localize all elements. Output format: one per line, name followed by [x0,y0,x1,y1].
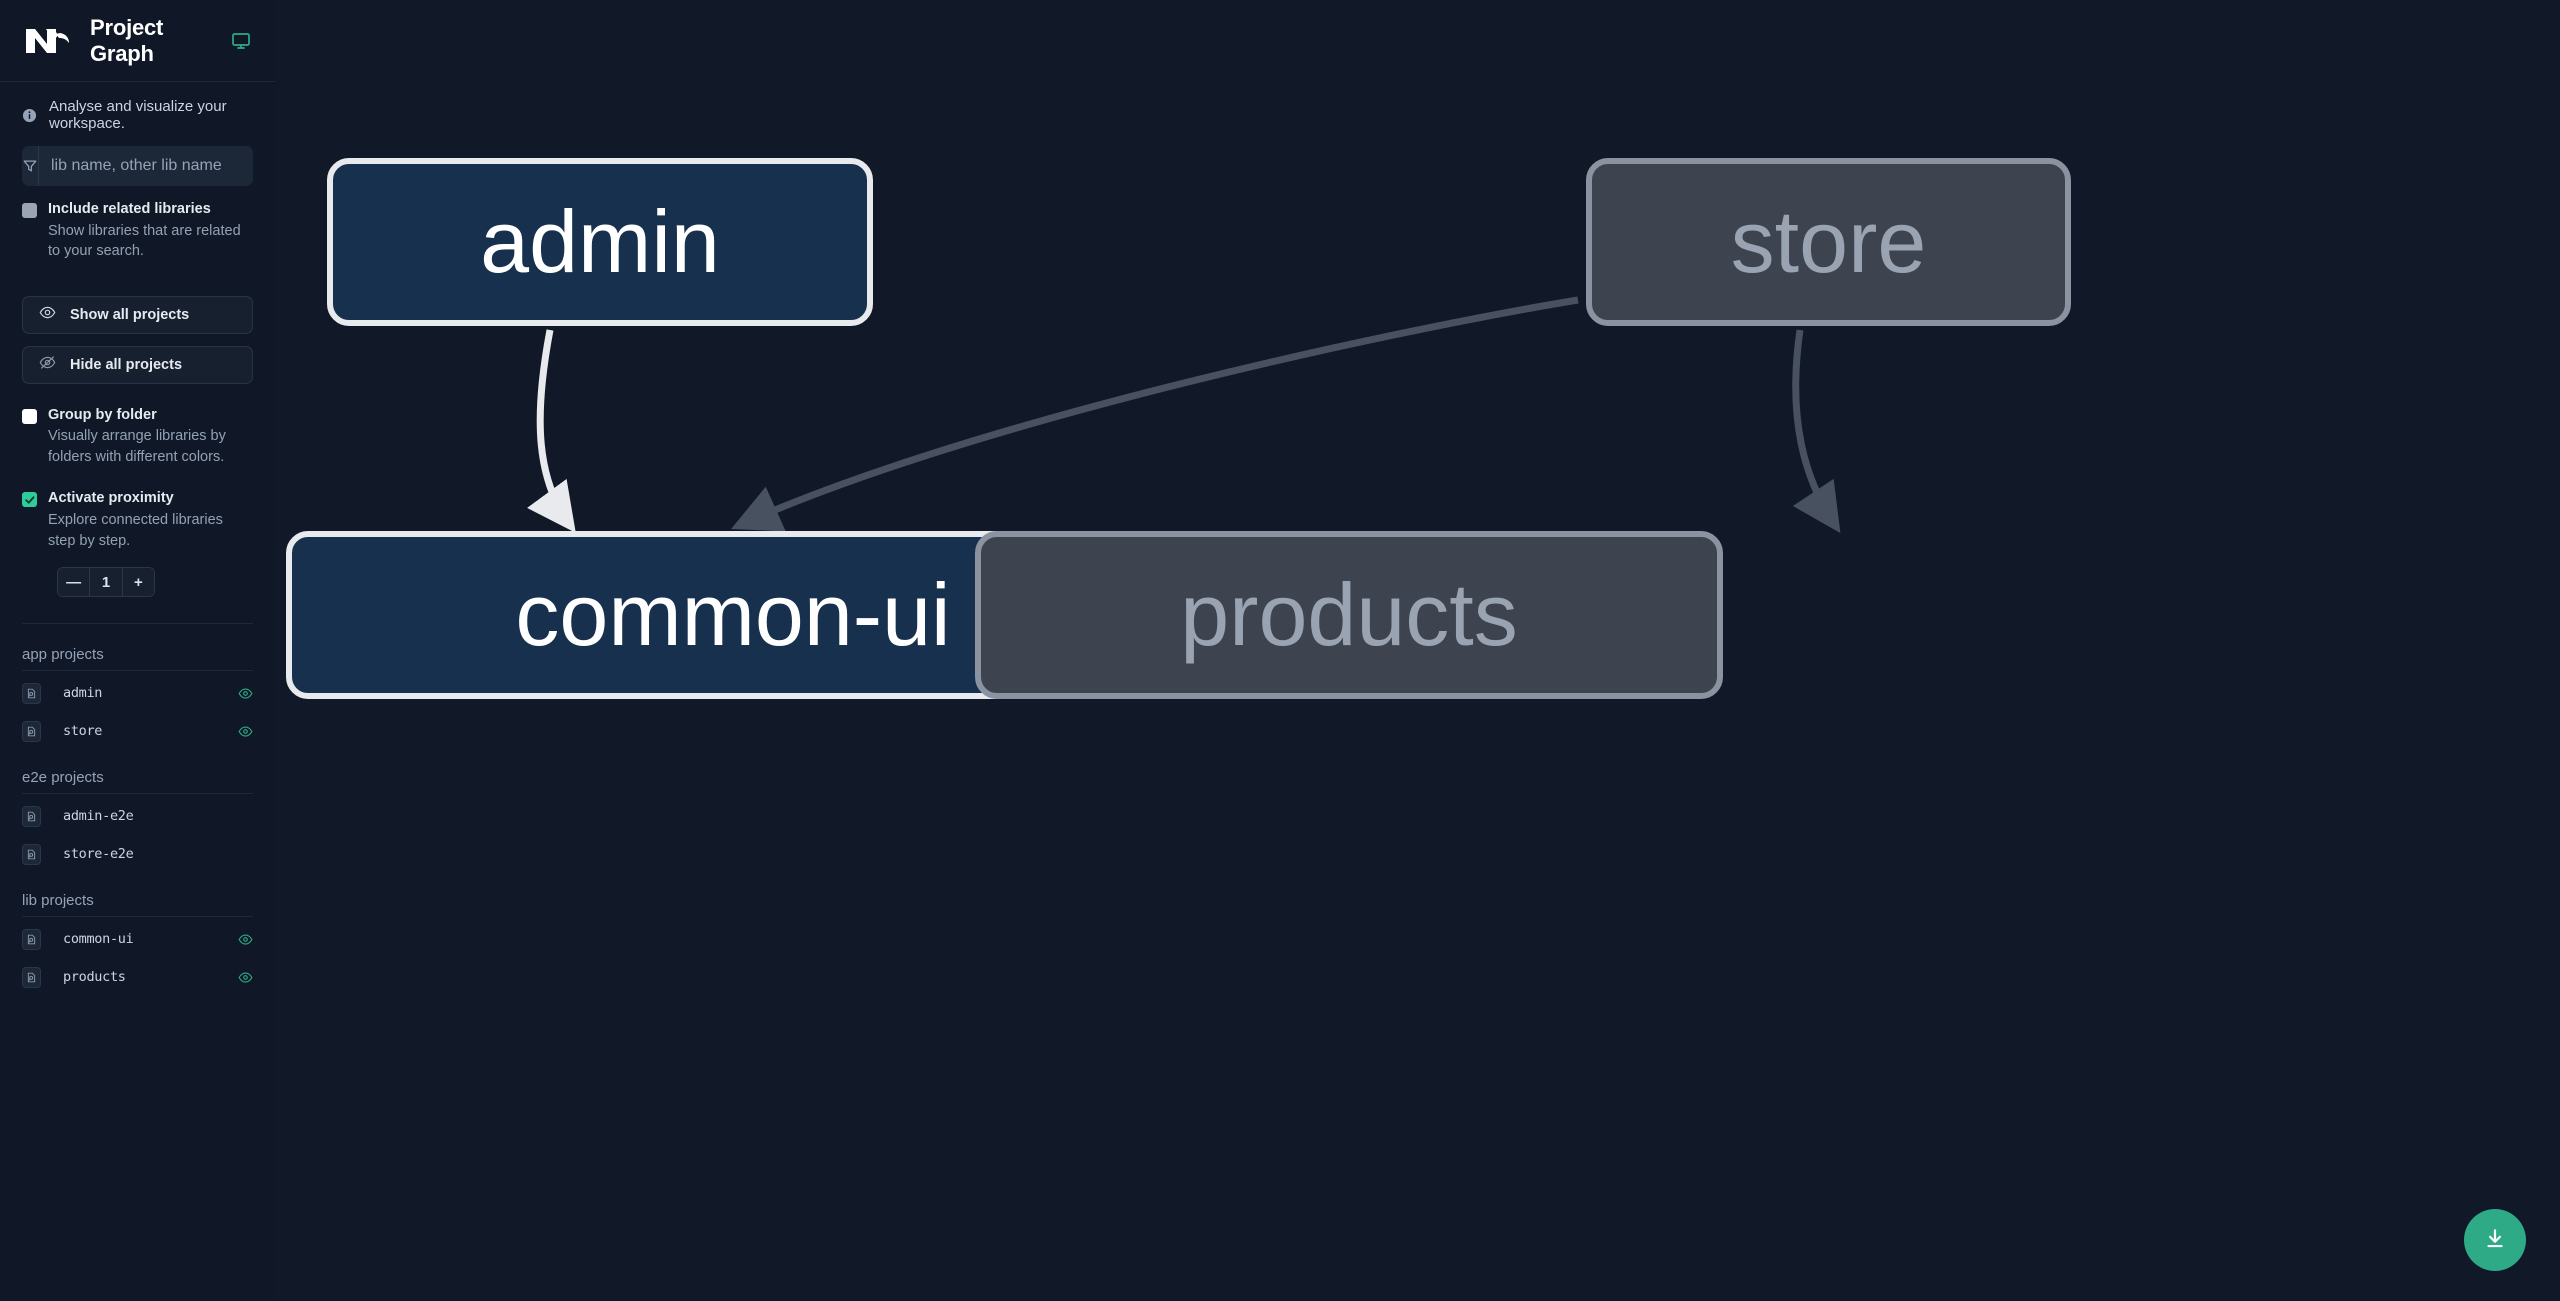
download-icon [2482,1226,2508,1255]
monitor-icon[interactable] [231,31,251,51]
graph-node-label: common-ui [515,565,951,664]
project-row-admin-e2e[interactable]: admin-e2e [22,800,253,832]
hide-all-projects-label: Hide all projects [70,356,183,373]
graph-node-admin[interactable]: admin [327,158,873,326]
project-file-icon [22,805,41,827]
project-visibility-eye-icon[interactable] [238,970,253,985]
graph-node-label: store [1730,192,1927,291]
project-group-app-projects: app projects admin [0,624,275,747]
option-description: Explore connected libraries step by step… [48,512,223,549]
project-name: store [63,723,103,740]
sidebar-divider [22,623,253,625]
option-label: Include related libraries [48,201,211,217]
checkbox-include-related-libraries[interactable] [22,203,37,218]
show-all-projects-label: Show all projects [70,306,190,323]
graph-node-products[interactable]: products [975,531,1723,699]
project-name: admin [63,685,103,702]
project-visibility-eye-icon[interactable] [238,724,253,739]
page-title: Project Graph [90,14,164,66]
sidebar-header: Project Graph [0,0,275,82]
option-description: Show libraries that are related to your … [48,222,241,260]
edge-store-to-common-ui [731,296,1579,532]
project-group-e2e-projects: e2e projects admin-e2e store-e2e [0,747,275,870]
graph-node-label: admin [480,192,720,291]
search-input[interactable] [39,146,253,186]
project-row-common-ui[interactable]: common-ui [22,923,253,955]
option-include-related-libraries[interactable]: Include related libraries Show libraries… [22,200,253,262]
project-file-icon [22,720,41,742]
info-icon [22,108,37,123]
edge-admin-to-common-ui [527,329,576,533]
group-title: app projects [22,624,253,672]
download-image-button[interactable] [2464,1209,2526,1271]
group-title: e2e projects [22,747,253,795]
option-label: Activate proximity [48,490,174,507]
checkbox-group-by-folder[interactable] [22,408,37,424]
proximity-increment-button[interactable]: + [121,568,154,597]
option-activate-proximity[interactable]: Activate proximity Explore connected lib… [22,489,253,551]
sidebar-subtitle-row: Analyse and visualize your workspace. [0,82,275,146]
search-box[interactable] [22,146,253,186]
eye-icon [39,304,56,326]
sidebar-subtitle: Analyse and visualize your workspace. [49,98,227,132]
hide-all-projects-button[interactable]: Hide all projects [22,345,253,384]
eye-off-icon [39,354,56,376]
option-label: Group by folder [48,406,157,423]
edge-store-to-products [1792,329,1841,534]
project-name: products [63,969,126,986]
project-file-icon [22,843,41,865]
option-description: Visually arrange libraries by folders wi… [48,428,226,465]
proximity-value: 1 [89,568,122,597]
sidebar: Project Graph Analyse and visualize your… [0,0,275,1301]
graph-node-store[interactable]: store [1586,158,2071,326]
filter-icon [22,146,39,186]
project-visibility-eye-icon[interactable] [238,932,253,947]
proximity-decrement-button[interactable]: — [58,568,90,597]
project-row-store-e2e[interactable]: store-e2e [22,838,253,870]
graph-node-label: products [1180,565,1518,664]
project-file-icon [22,966,41,988]
project-visibility-eye-icon[interactable] [238,686,253,701]
graph-edges [527,296,1841,534]
nx-logo-icon [24,23,70,59]
checkbox-activate-proximity[interactable] [22,492,37,508]
project-row-products[interactable]: products [22,961,253,993]
project-name: common-ui [63,931,134,948]
project-graph-canvas[interactable]: admin store common-ui products [275,0,2560,1301]
project-row-admin[interactable]: admin [22,677,253,709]
proximity-stepper[interactable]: — 1 + [57,567,155,598]
group-title: lib projects [22,870,253,918]
project-name: admin-e2e [63,808,134,825]
show-all-projects-button[interactable]: Show all projects [22,295,253,334]
project-name: store-e2e [63,846,134,863]
project-row-store[interactable]: store [22,715,253,747]
project-group-lib-projects: lib projects common-ui [0,870,275,993]
option-group-by-folder[interactable]: Group by folder Visually arrange librari… [22,406,253,468]
project-file-icon [22,928,41,950]
project-file-icon [22,682,41,704]
